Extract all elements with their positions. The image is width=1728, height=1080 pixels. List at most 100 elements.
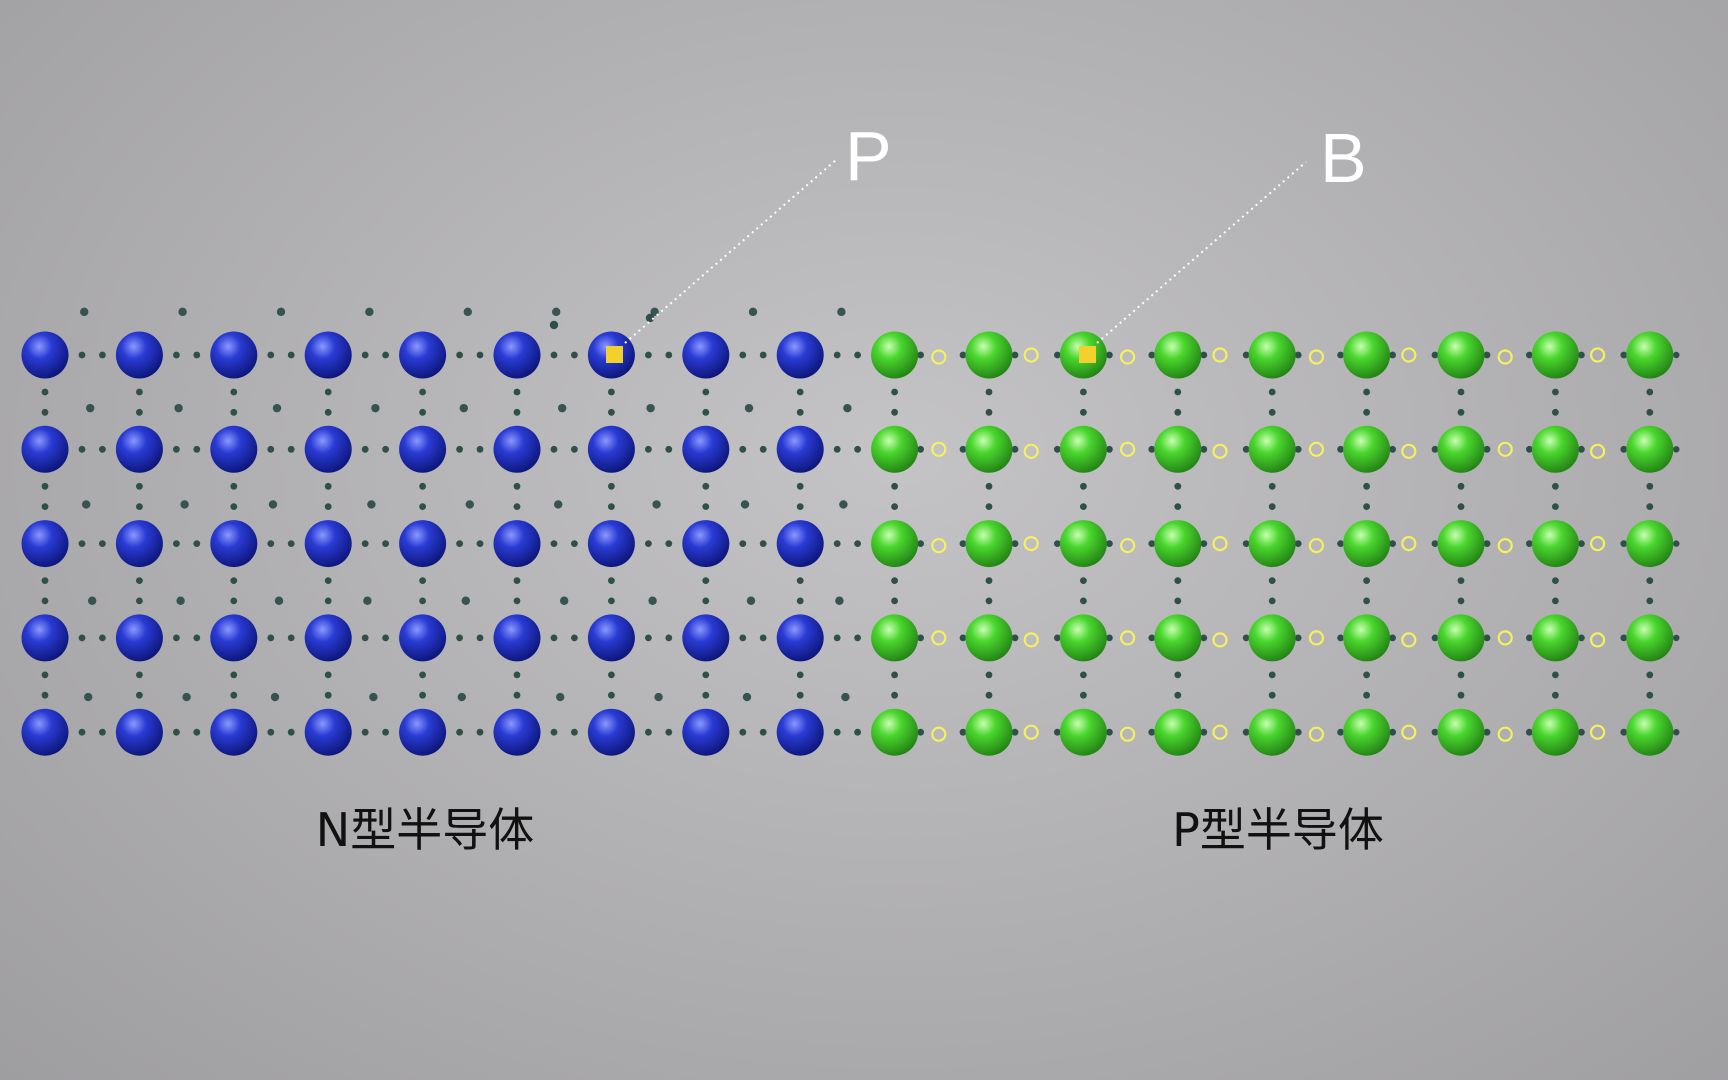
bond-electron <box>361 634 369 642</box>
silicon-atom-n <box>304 708 352 756</box>
bond-electron <box>1526 351 1533 359</box>
bond-electron <box>959 351 967 359</box>
bond-electron <box>854 728 861 736</box>
bond-electron <box>833 634 841 642</box>
bond-electron <box>1552 577 1559 584</box>
bond-electron <box>702 691 710 699</box>
hole <box>1589 724 1606 740</box>
phosphorus-label: P <box>845 117 892 195</box>
bond-electron <box>456 634 463 642</box>
bond-electron <box>41 388 49 396</box>
bond-electron <box>1106 445 1113 453</box>
silicon-atom-n <box>776 708 824 756</box>
free-electron <box>648 596 657 605</box>
boron-label: B <box>1320 119 1367 197</box>
free-electron <box>86 403 95 413</box>
bond-electron <box>1148 634 1156 642</box>
bond-electron <box>1552 503 1559 510</box>
bond-electron <box>571 445 578 453</box>
hole <box>1308 537 1325 554</box>
bond-electron <box>1646 482 1654 490</box>
bond-electron <box>1080 503 1087 510</box>
bond-electron <box>1174 482 1182 490</box>
bond-electron <box>702 482 710 490</box>
bond-electron <box>99 728 106 736</box>
silicon-atom-n <box>210 331 258 379</box>
bond-electron <box>173 728 180 736</box>
silicon-atom-n <box>587 425 635 473</box>
free-electron <box>744 403 754 413</box>
bond-electron <box>1578 634 1585 642</box>
bond-electron <box>1363 597 1370 605</box>
bond-electron <box>985 671 993 679</box>
silicon-atom-n <box>115 331 163 379</box>
bond-electron <box>1294 445 1302 453</box>
bond-electron <box>1389 540 1396 547</box>
silicon-atom-n <box>493 520 541 568</box>
free-electron <box>835 596 844 605</box>
free-electron <box>841 692 850 702</box>
bond-electron <box>1174 577 1182 584</box>
free-electron <box>276 307 286 317</box>
bond-electron <box>1242 445 1250 453</box>
bond-electron <box>1200 351 1208 359</box>
silicon-atom-p <box>1531 425 1579 473</box>
bond-electron <box>324 408 332 416</box>
free-electron <box>369 692 378 702</box>
bond-electron <box>230 482 238 490</box>
free-electron <box>837 307 846 317</box>
free-electron <box>180 500 189 509</box>
bond-electron <box>173 634 180 642</box>
bond-electron <box>1337 634 1344 642</box>
bond-electron <box>99 445 106 453</box>
bond-electron <box>702 671 710 679</box>
bond-electron <box>1552 671 1559 679</box>
silicon-atom-n <box>115 520 163 568</box>
silicon-atom-p <box>871 425 919 473</box>
bond-electron <box>513 691 521 699</box>
bond-electron <box>739 540 747 547</box>
bond-electron <box>985 691 993 699</box>
bond-electron <box>230 577 238 584</box>
boron-leader-line <box>1096 161 1307 344</box>
bond-electron <box>891 671 898 679</box>
silicon-atom-p <box>871 331 919 379</box>
bond-electron <box>1389 634 1396 642</box>
bond-electron <box>608 503 615 510</box>
free-electron <box>463 307 472 317</box>
silicon-atom-p <box>1059 708 1107 756</box>
hole <box>1497 630 1513 646</box>
bond-electron <box>1389 728 1396 736</box>
hole <box>931 349 947 365</box>
free-electron <box>365 307 374 317</box>
bond-electron <box>1483 445 1491 453</box>
silicon-atom-p <box>871 520 919 568</box>
bond-electron <box>1294 728 1302 736</box>
bond-electron <box>287 540 295 547</box>
bond-electron <box>702 503 710 510</box>
bond-electron <box>1080 482 1087 490</box>
silicon-atom-p <box>1437 331 1485 379</box>
bond-electron <box>1080 408 1087 416</box>
bond-electron <box>702 408 710 416</box>
bond-electron <box>230 503 238 510</box>
free-electron <box>646 403 655 413</box>
bond-electron <box>1457 388 1465 396</box>
bond-electron <box>608 597 615 605</box>
bond-electron <box>1268 577 1276 584</box>
silicon-atom-p <box>1343 614 1391 662</box>
hole <box>1212 632 1228 648</box>
bond-electron <box>1457 503 1465 510</box>
bond-electron <box>1457 482 1465 490</box>
silicon-atom-n <box>304 520 352 568</box>
bond-electron <box>645 445 652 453</box>
bond-electron <box>1054 445 1061 453</box>
silicon-atom-n <box>776 331 824 379</box>
bond-electron <box>267 634 275 642</box>
free-electron <box>654 692 663 702</box>
bond-electron <box>985 577 993 584</box>
bond-electron <box>1148 540 1156 547</box>
silicon-atom-n <box>210 520 258 568</box>
bond-electron <box>1337 728 1344 736</box>
bond-electron <box>419 503 426 510</box>
